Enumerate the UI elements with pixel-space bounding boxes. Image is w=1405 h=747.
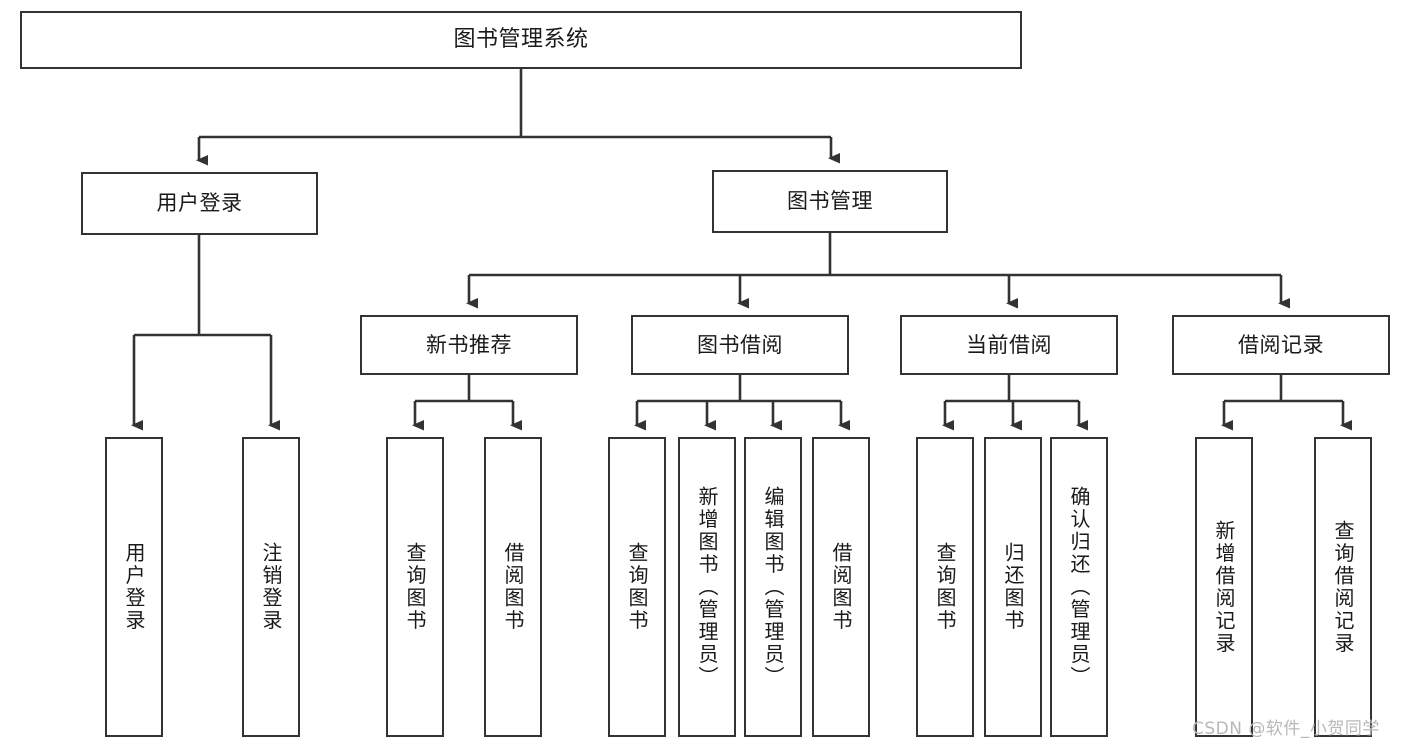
- node-leaf-confirm-return-admin[interactable]: 确认归还（管理员）: [1050, 437, 1108, 737]
- watermark-text: CSDN @软件_小贺同学: [1192, 719, 1380, 739]
- node-label: 查询图书: [403, 542, 427, 632]
- node-label: 编辑图书（管理员）: [761, 485, 785, 689]
- node-root-system[interactable]: 图书管理系统: [20, 11, 1022, 69]
- node-label: 查询借阅记录: [1331, 519, 1355, 655]
- node-book-borrow[interactable]: 图书借阅: [631, 315, 849, 375]
- node-current-borrow[interactable]: 当前借阅: [900, 315, 1118, 375]
- node-leaf-borrow-book-recommend[interactable]: 借阅图书: [484, 437, 542, 737]
- node-label: 查询图书: [933, 542, 957, 632]
- node-label: 借阅图书: [829, 542, 853, 632]
- node-leaf-edit-book-admin[interactable]: 编辑图书（管理员）: [744, 437, 802, 737]
- node-label: 图书管理系统: [453, 27, 589, 53]
- node-label: 新增借阅记录: [1212, 519, 1236, 655]
- node-label: 查询图书: [625, 542, 649, 632]
- node-label: 新书推荐: [426, 332, 512, 357]
- node-book-management[interactable]: 图书管理: [712, 170, 948, 233]
- node-leaf-return-book[interactable]: 归还图书: [984, 437, 1042, 737]
- node-leaf-user-logout[interactable]: 注销登录: [242, 437, 300, 737]
- node-leaf-user-login[interactable]: 用户登录: [105, 437, 163, 737]
- node-new-book-recommend[interactable]: 新书推荐: [360, 315, 578, 375]
- node-label: 归还图书: [1001, 542, 1025, 632]
- node-leaf-borrow-book[interactable]: 借阅图书: [812, 437, 870, 737]
- node-label: 借阅记录: [1238, 332, 1324, 357]
- node-label: 确认归还（管理员）: [1067, 485, 1091, 689]
- node-leaf-query-book-borrow[interactable]: 查询图书: [608, 437, 666, 737]
- node-borrow-record[interactable]: 借阅记录: [1172, 315, 1390, 375]
- node-label: 图书借阅: [697, 332, 783, 357]
- node-label: 新增图书（管理员）: [695, 485, 719, 689]
- node-leaf-add-book-admin[interactable]: 新增图书（管理员）: [678, 437, 736, 737]
- node-user-login[interactable]: 用户登录: [81, 172, 318, 235]
- node-leaf-query-book-recommend[interactable]: 查询图书: [386, 437, 444, 737]
- node-label: 图书管理: [787, 189, 873, 214]
- node-leaf-add-borrow-record[interactable]: 新增借阅记录: [1195, 437, 1253, 737]
- node-label: 借阅图书: [501, 542, 525, 632]
- node-label: 注销登录: [259, 542, 283, 632]
- node-leaf-query-borrow-record[interactable]: 查询借阅记录: [1314, 437, 1372, 737]
- node-label: 当前借阅: [966, 332, 1052, 357]
- node-leaf-query-book-current[interactable]: 查询图书: [916, 437, 974, 737]
- node-label: 用户登录: [156, 191, 243, 216]
- node-label: 用户登录: [122, 542, 146, 632]
